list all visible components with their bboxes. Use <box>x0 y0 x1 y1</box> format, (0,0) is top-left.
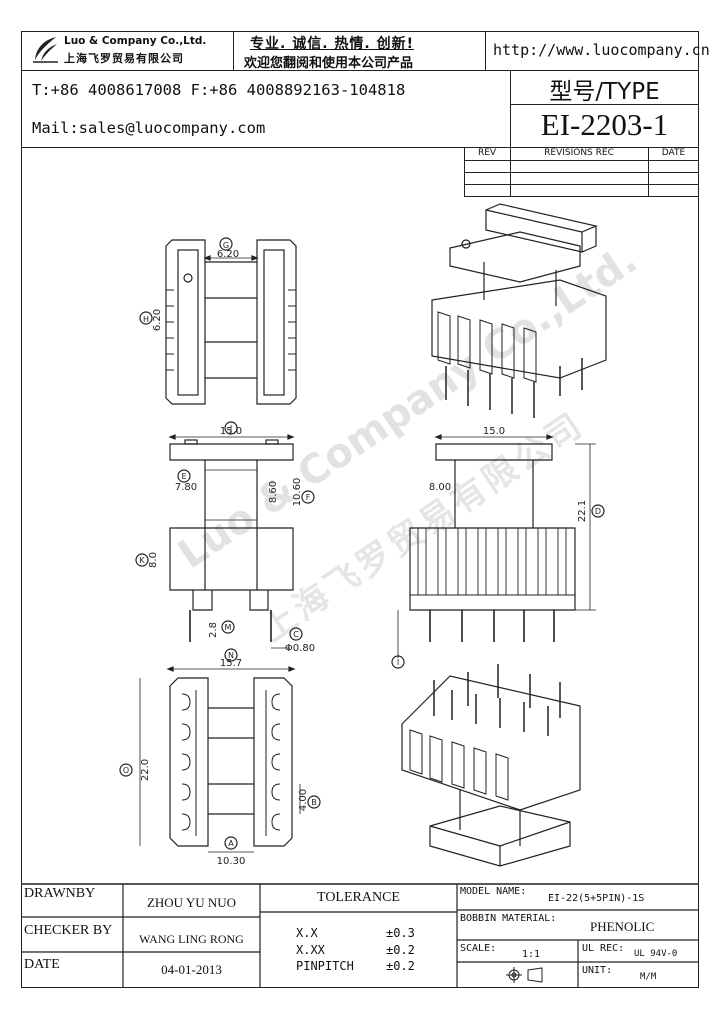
marker-k: K <box>139 556 145 565</box>
type-label: 型号/TYPE <box>549 79 660 105</box>
marker-d: D <box>595 507 601 516</box>
company-logo-icon <box>33 37 58 63</box>
header-divider <box>21 70 699 71</box>
header-divider <box>21 147 699 148</box>
revisions-col-rev: REV <box>477 148 497 158</box>
projection-symbol-icon <box>506 967 543 983</box>
mail-address: Mail:sales@luocompany.com <box>32 119 266 137</box>
revisions-col-line <box>510 147 511 196</box>
isometric-view-top <box>431 203 607 418</box>
model-name-label: MODEL NAME: <box>460 886 527 897</box>
drawnby-label: DRAWNBY <box>24 886 96 901</box>
checker-value: WANG LING RONG <box>139 932 244 946</box>
revisions-col-date: DATE <box>661 148 686 158</box>
revisions-row-line <box>464 172 699 173</box>
tolerance-key-3: PINPITCH <box>296 959 354 973</box>
scale-label: SCALE: <box>460 943 497 954</box>
tolerance-val-3: ±0.2 <box>386 959 415 973</box>
model-number: EI-2203-1 <box>540 107 669 142</box>
dim-pin-dia: Φ0.80 <box>285 643 315 654</box>
marker-n: N <box>228 651 234 660</box>
dim-front-side: 8.0 <box>148 552 159 568</box>
bobbin-material-value: PHENOLIC <box>590 919 655 934</box>
top-view <box>139 237 297 405</box>
front-view <box>135 421 315 649</box>
revisions-col-rec: REVISIONS REC <box>544 148 614 158</box>
drawnby-value: ZHOU YU NUO <box>146 895 237 910</box>
model-name-value: EI-22(5+5PIN)-1S <box>548 893 645 904</box>
marker-o: O <box>123 766 129 775</box>
revisions-row-line <box>464 184 699 185</box>
bobbin-material-label: BOBBIN MATERIAL: <box>460 913 557 924</box>
side-view <box>391 434 605 669</box>
dim-bottom-base: 10.30 <box>217 856 246 867</box>
unit-label: UNIT: <box>582 965 613 976</box>
dim-top-width: 6.20 <box>217 249 239 260</box>
header-divider <box>510 104 699 105</box>
tolerance-val-2: ±0.2 <box>386 943 415 957</box>
dim-side-inner: 8.00 <box>429 482 451 493</box>
date-label: DATE <box>24 957 60 972</box>
company-name-en: Luo & Company Co.,Ltd. <box>64 35 207 47</box>
tolerance-label: TOLERANCE <box>317 890 400 905</box>
dim-front-inner: 7.80 <box>175 482 197 493</box>
drawing-sheet <box>21 31 699 988</box>
marker-h: H <box>143 315 149 324</box>
revisions-table <box>464 147 699 196</box>
revisions-row-line <box>464 160 699 161</box>
header-divider <box>233 31 234 70</box>
marker-j: J <box>229 424 232 433</box>
marker-m: M <box>225 623 232 632</box>
scale-value: 1:1 <box>522 949 541 960</box>
marker-c: C <box>293 630 299 639</box>
date-value: 04-01-2013 <box>161 962 222 977</box>
marker-g: G <box>223 241 229 250</box>
footer-grid <box>21 883 699 988</box>
dim-side-width: 15.0 <box>483 426 505 437</box>
dim-front-h2: 10.60 <box>292 478 303 507</box>
revisions-col-line <box>648 147 649 196</box>
marker-i: I <box>397 658 399 667</box>
marker-a: A <box>228 839 234 848</box>
dim-bottom-width: 15.7 <box>220 658 242 669</box>
ul-rec-value: UL 94V-0 <box>634 949 678 959</box>
ul-rec-label: UL REC: <box>582 943 625 954</box>
tolerance-key-2: X.XX <box>296 943 325 957</box>
dim-side-height: 22.1 <box>577 500 588 522</box>
header-divider <box>510 70 511 147</box>
dim-front-width: 15.0 <box>220 426 242 437</box>
unit-value: M/M <box>640 972 657 982</box>
dim-bottom-height: 22.0 <box>140 759 151 781</box>
tolerance-val-1: ±0.3 <box>386 926 415 940</box>
phone-fax: T:+86 4008617008 F:+86 4008892163-104818 <box>32 81 406 99</box>
dim-pin-length: 2.8 <box>208 622 219 638</box>
company-url-link[interactable]: http://www.luocompany.cn <box>493 41 710 59</box>
dim-top-height: 6.20 <box>152 309 163 331</box>
checker-label: CHECKER BY <box>24 923 113 938</box>
header-divider <box>485 31 486 70</box>
marker-f: F <box>306 493 311 502</box>
company-name-cn: 上海飞罗贸易有限公司 <box>64 52 184 65</box>
bottom-view <box>119 648 321 853</box>
revisions-row-line <box>464 196 699 197</box>
marker-e: E <box>181 472 186 481</box>
marker-b: B <box>311 798 317 807</box>
dim-bottom-pitch: 4.00 <box>298 789 309 811</box>
dim-front-h1: 8.60 <box>268 481 279 503</box>
welcome-text: 欢迎您翻阅和使用本公司产品 <box>244 56 414 71</box>
slogan: 专业. 诚信. 热情. 创新! <box>250 36 414 52</box>
isometric-view-bottom <box>401 664 581 867</box>
tolerance-key-1: X.X <box>296 926 318 940</box>
